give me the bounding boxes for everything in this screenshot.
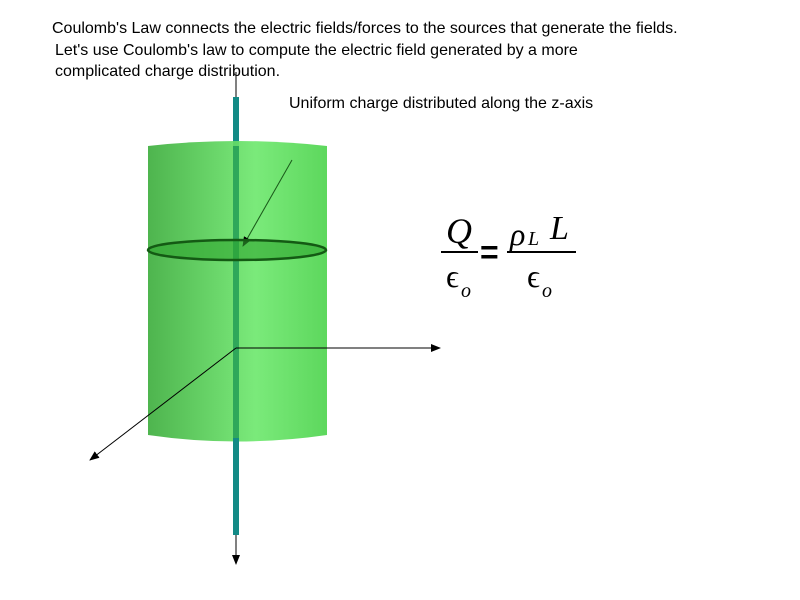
epsilon-subscript: o bbox=[461, 280, 471, 302]
x-axis-arrow bbox=[89, 347, 237, 461]
intro-line-1: Coulomb's Law connects the electric fiel… bbox=[52, 20, 678, 37]
gaussian-ring bbox=[146, 238, 328, 262]
diagram-caption: Uniform charge distributed along the z-a… bbox=[289, 95, 594, 112]
equals-sign: = bbox=[480, 234, 499, 270]
epsilon-symbol: ϵ bbox=[527, 258, 540, 294]
epsilon-subscript: o bbox=[542, 280, 552, 302]
intro-line-2: Let's use Coulomb's law to compute the e… bbox=[55, 42, 578, 59]
epsilon-symbol: ϵ bbox=[446, 258, 459, 294]
radius-arrow bbox=[242, 159, 293, 247]
rho-subscript: L bbox=[528, 228, 540, 250]
intro-line-3: complicated charge distribution. bbox=[55, 63, 281, 80]
charge-symbol: Q bbox=[446, 211, 472, 251]
length-symbol: L bbox=[550, 210, 569, 247]
rho-symbol: ρ bbox=[510, 216, 526, 252]
